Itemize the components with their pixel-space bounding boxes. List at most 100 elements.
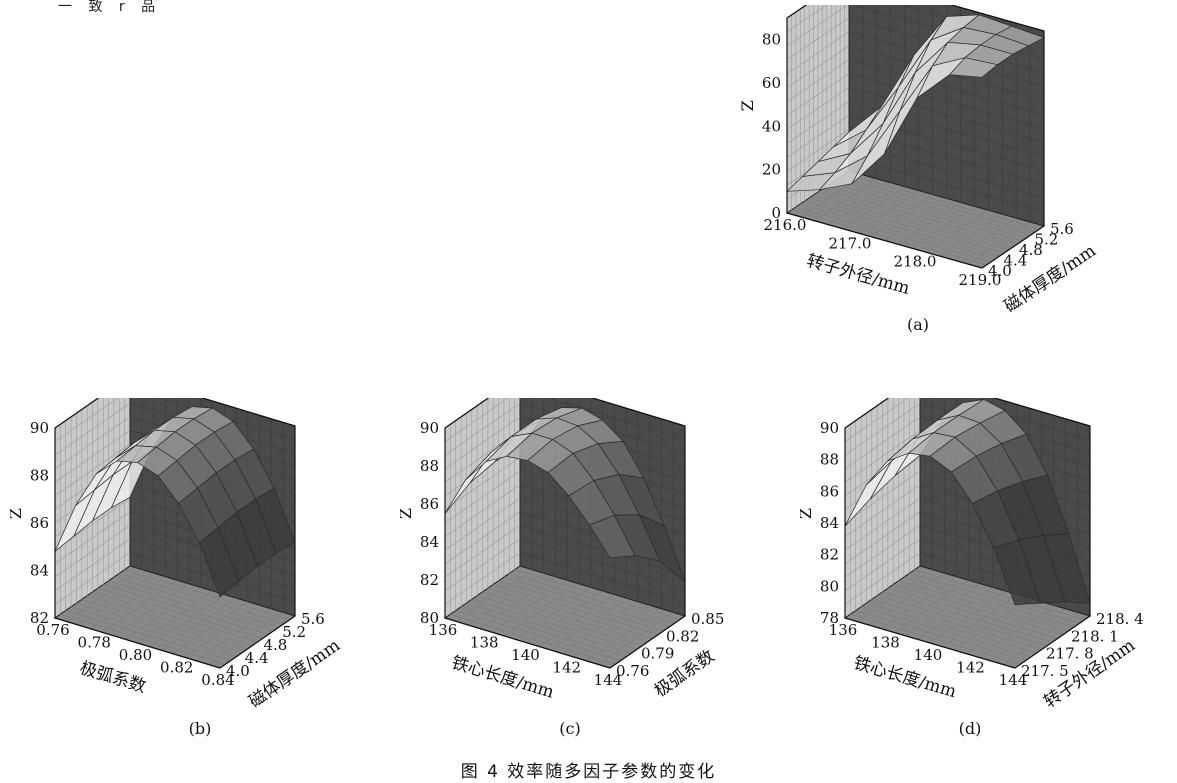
grid-line <box>844 173 1040 230</box>
grid-line <box>840 176 1036 233</box>
y-tick-label: 4.8 <box>1019 241 1043 259</box>
axis-edge <box>219 615 296 669</box>
grid-line <box>898 580 1069 632</box>
y-tick-label: 5.6 <box>1050 220 1074 238</box>
grid-line <box>990 608 1066 662</box>
grid-line <box>848 73 1045 129</box>
x-tick-label: 216.0 <box>764 216 807 234</box>
grid-line <box>539 594 615 647</box>
axis-edge <box>54 617 221 669</box>
x-tick-label: 136 <box>829 621 858 639</box>
z-tick-label: 84 <box>420 533 439 551</box>
grid-line <box>562 601 639 654</box>
header-fragment: 一 致 r 品 <box>58 0 162 15</box>
z-tick-label: 82 <box>820 546 839 564</box>
z-tick-label: 86 <box>420 495 439 513</box>
grid-line <box>108 580 274 632</box>
surface-plot-d: 78808284868890Z136138140142144铁心长度/mm217… <box>796 375 1175 743</box>
x-axis-label: 铁心长度/mm <box>449 653 556 703</box>
grid-line <box>822 188 1018 245</box>
grid-line <box>966 601 1042 654</box>
grid-line <box>844 416 921 469</box>
grid-line <box>835 179 1031 236</box>
grid-line <box>54 402 131 456</box>
y-tick-label: 218. 4 <box>1096 610 1144 628</box>
z-tick-label: 90 <box>820 419 839 437</box>
grid-line <box>124 569 290 621</box>
axis-edge <box>1014 615 1091 669</box>
axis-edge <box>786 212 983 269</box>
x-tick-label: 140 <box>914 646 943 664</box>
grid-line <box>487 587 653 639</box>
grid-line <box>444 416 521 469</box>
grid-line <box>103 584 269 635</box>
grid-line <box>54 389 131 442</box>
grid-line <box>498 580 664 632</box>
surface-plot-c: 808284868890Z136138140142144铁心长度/mm0.760… <box>396 375 760 743</box>
x-axis-label: 极弧系数 <box>77 658 148 697</box>
x-axis-label: 铁心长度/mm <box>851 653 958 702</box>
grid-line <box>926 210 989 253</box>
y-tick-label: 4.8 <box>264 636 288 654</box>
grid-line <box>844 430 921 483</box>
grid-line <box>954 597 1030 651</box>
z-tick-label: 88 <box>30 467 49 485</box>
surface-plot-c-svg: 808284868890Z136138140142144铁心长度/mm0.760… <box>396 375 724 738</box>
grid-line <box>967 221 1031 265</box>
grid-line <box>953 217 1017 261</box>
z-tick-label: 88 <box>820 451 839 469</box>
grid-line <box>514 569 680 621</box>
z-axis-label: Z <box>738 100 757 111</box>
grid-line <box>54 430 131 483</box>
x-tick-label: 0.76 <box>36 621 69 639</box>
x-tick-label: 144 <box>594 671 623 689</box>
grid-line <box>898 202 961 245</box>
grid-line <box>914 569 1085 621</box>
figure-caption: 图 4 效率随多因子参数的变化 <box>460 762 717 782</box>
grid-line <box>184 605 260 658</box>
axis-edge <box>844 617 1016 669</box>
y-tick-label: 0.85 <box>691 610 724 628</box>
surface-plot-b: 8284868890Z0.760.780.800.820.84极弧系数4.04.… <box>6 375 370 743</box>
grid-line <box>848 59 1045 115</box>
surface-plot-b-svg: 8284868890Z0.760.780.800.820.84极弧系数4.04.… <box>6 375 344 738</box>
z-tick-label: 86 <box>820 482 839 500</box>
z-tick-label: 82 <box>420 571 439 589</box>
z-tick-label: 60 <box>762 74 781 92</box>
grid-line <box>444 457 521 510</box>
grid-line <box>113 576 280 628</box>
panel-label: (d) <box>959 719 982 738</box>
z-tick-label: 82 <box>30 609 49 627</box>
y-tick-label: 5.2 <box>1035 231 1059 249</box>
grid-line <box>503 576 670 628</box>
grid-line <box>172 601 249 654</box>
y-tick-label: 4.0 <box>226 662 250 680</box>
grid-line <box>786 59 850 102</box>
grid-line <box>831 182 1027 239</box>
grid-line <box>598 612 674 665</box>
x-tick-label: 144 <box>999 671 1028 689</box>
x-tick-label: 218.0 <box>894 253 937 271</box>
y-tick-label: 218. 1 <box>1071 627 1119 645</box>
panel-label: (b) <box>189 719 212 738</box>
surface-patch <box>948 57 999 78</box>
panel-label: (a) <box>907 315 929 334</box>
grid-line <box>786 3 850 47</box>
x-tick-label: 217.0 <box>829 234 872 252</box>
surface-plot-d-svg: 78808284868890Z136138140142144铁心长度/mm217… <box>796 375 1144 738</box>
axis-edge <box>981 225 1045 269</box>
grid-line <box>786 45 850 88</box>
z-tick-label: 80 <box>762 31 781 49</box>
x-tick-label: 138 <box>871 634 900 652</box>
y-tick-label: 5.2 <box>282 623 306 641</box>
axis-edge <box>444 617 611 669</box>
grid-line <box>519 389 686 440</box>
grid-line <box>912 206 975 249</box>
y-tick-label: 4.4 <box>1004 252 1028 270</box>
grid-line <box>586 608 662 662</box>
grid-line <box>978 605 1054 658</box>
grid-line <box>444 430 521 483</box>
x-tick-label: 142 <box>552 659 581 677</box>
panel-label: (c) <box>559 719 580 738</box>
x-tick-label: 0.84 <box>201 671 234 689</box>
